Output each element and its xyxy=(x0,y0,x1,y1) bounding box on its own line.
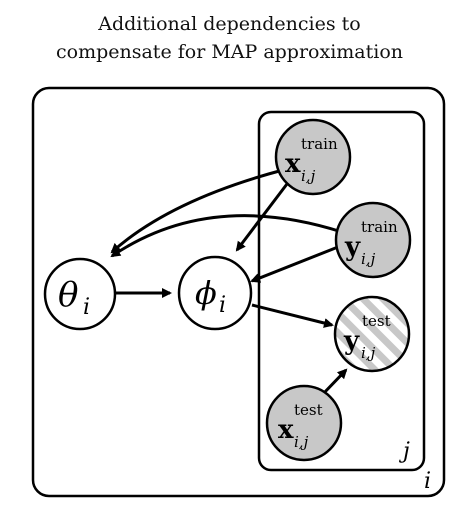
node-x-train-subscript: i,j xyxy=(301,167,316,185)
node-y-test: y test i,j xyxy=(333,295,411,373)
title-line-1: Additional dependencies to xyxy=(97,13,360,35)
node-y-train-symbol: y xyxy=(344,232,361,262)
node-y-train-circle xyxy=(334,201,412,279)
node-phi-symbol: ϕ xyxy=(195,274,217,312)
node-y-test-subscript: i,j xyxy=(361,344,376,362)
node-y-test-superscript: test xyxy=(362,312,391,330)
node-x-train-superscript: train xyxy=(301,135,338,153)
inner-plate xyxy=(257,110,426,472)
inner-plate-label: j xyxy=(398,439,410,464)
edge-xtest-ytest xyxy=(320,368,348,397)
edges xyxy=(110,168,348,397)
outer-plate xyxy=(31,86,446,498)
node-x-test-circle xyxy=(265,384,343,462)
node-phi: ϕ i xyxy=(177,255,253,331)
node-phi-subscript: i xyxy=(219,293,226,318)
node-theta-symbol: θ xyxy=(58,275,78,315)
node-y-train-subscript: i,j xyxy=(361,250,376,268)
edge-phi-ytest xyxy=(251,303,334,328)
node-y-test-symbol: y xyxy=(343,326,360,356)
edge-xtrain-theta xyxy=(110,168,284,254)
node-theta: θ i xyxy=(43,257,117,331)
node-x-test-superscript: test xyxy=(294,401,323,419)
edge-ytrain-phi xyxy=(250,245,339,283)
node-y-test-circle xyxy=(333,295,411,373)
node-theta-subscript: i xyxy=(83,295,90,320)
node-y-train-superscript: train xyxy=(361,218,398,236)
outer-plate-label: i xyxy=(424,469,431,494)
node-y-train: y train i,j xyxy=(334,201,412,279)
title-line-2: compensate for MAP approximation xyxy=(56,41,403,63)
node-x-test-symbol: x xyxy=(278,415,294,445)
edge-xtrain-phi xyxy=(235,179,292,252)
edge-ytrain-theta xyxy=(110,214,343,258)
node-phi-circle xyxy=(177,255,253,331)
node-x-train-circle xyxy=(274,118,352,196)
node-x-test: x test i,j xyxy=(265,384,343,462)
node-x-train: x train i,j xyxy=(274,118,352,196)
node-x-test-subscript: i,j xyxy=(294,433,309,451)
node-theta-circle xyxy=(43,257,117,331)
node-x-train-symbol: x xyxy=(285,149,301,179)
